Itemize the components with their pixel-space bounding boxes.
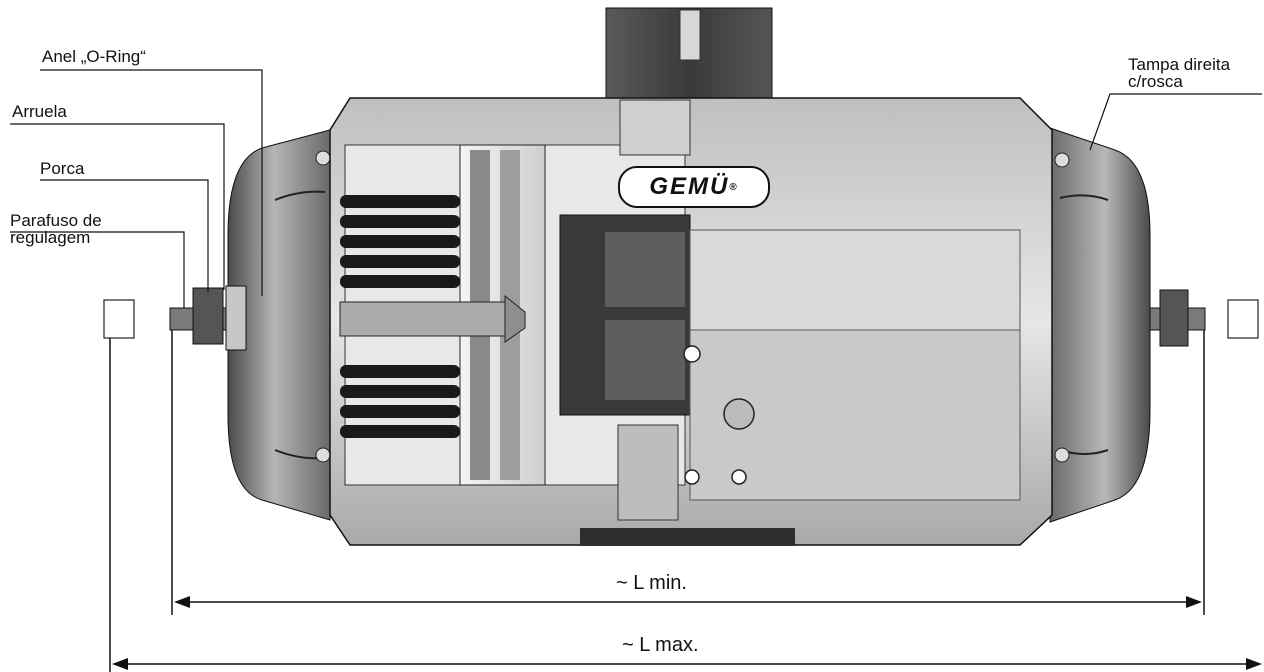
dimension-lines: [109, 330, 1262, 672]
registered-mark: ®: [729, 181, 739, 193]
label-right-cap-1: Tampa direita: [1128, 55, 1231, 74]
label-right-cap-2: c/rosca: [1128, 72, 1183, 91]
label-adjust-screw-2: regulagem: [10, 228, 91, 247]
right-end-cap: [1049, 127, 1151, 523]
label-adjust-screw-1: Parafuso de: [10, 211, 102, 230]
spring-upper: [340, 195, 460, 288]
left-end-cap: [227, 129, 331, 521]
brand-name: GEMÜ: [649, 173, 730, 200]
spring-lower: [340, 365, 460, 438]
central-bolt: [339, 294, 526, 343]
dimension-l-max: ~ L max.: [622, 634, 699, 656]
left-adjust-screw: [169, 285, 247, 351]
right-adjust-screw: [1149, 289, 1206, 347]
leader-lines: [10, 69, 1262, 308]
top-drive-cap: [605, 7, 773, 99]
label-o-ring: Anel „O-Ring“: [42, 47, 146, 66]
label-washer: Arruela: [12, 102, 67, 121]
brand-logo: GEMÜ®: [618, 166, 770, 208]
dimension-l-min: ~ L min.: [616, 572, 687, 594]
max-position-outline: [103, 299, 1259, 339]
label-nut: Porca: [40, 159, 85, 178]
